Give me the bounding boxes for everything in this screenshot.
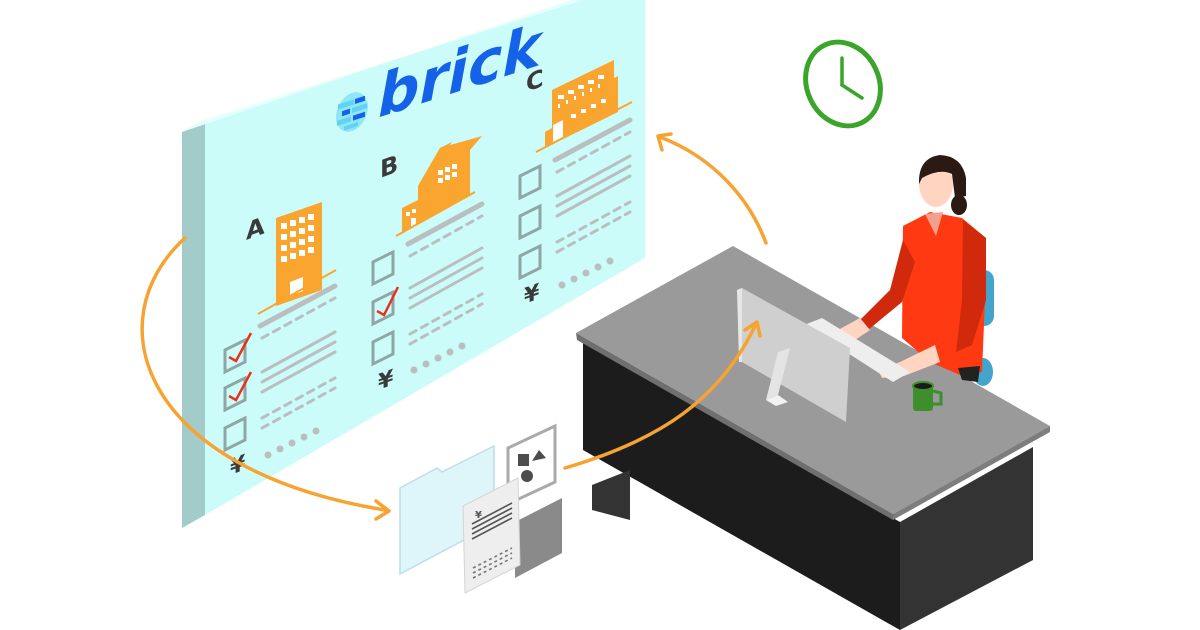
- column-a: A: [223, 202, 338, 481]
- column-c-price-dots: [558, 257, 614, 289]
- arrow-board-to-documents: [140, 236, 387, 512]
- desk-top-edge-front: [576, 333, 893, 520]
- column-b-letter: B: [380, 149, 398, 184]
- desk-top-edge-right: [893, 426, 1050, 520]
- flow-arrows: [140, 132, 768, 521]
- column-c-lines: [552, 117, 633, 254]
- arrowhead-icon: [374, 499, 391, 521]
- column-c-checkbox-2: [518, 203, 542, 241]
- arrowhead-icon: [656, 132, 673, 152]
- invoice-yen-symbol: ¥: [475, 510, 482, 521]
- check-mark-icon: [228, 371, 253, 402]
- column-a-lines: [257, 283, 338, 430]
- invoice-document-icon: ¥: [462, 477, 521, 594]
- column-a-checkbox-2: [223, 371, 253, 413]
- column-b: B: [371, 136, 485, 396]
- clock-icon: [803, 39, 883, 129]
- board-face: [205, 0, 645, 515]
- column-c-letter: C: [526, 63, 544, 97]
- arrow-desk-to-board: [658, 135, 768, 245]
- office-tower-icon: [257, 202, 337, 315]
- arrow-documents-to-monitor: [563, 322, 758, 470]
- column-c-checkbox-3: [518, 243, 542, 281]
- column-b-price-symbol: ¥: [378, 365, 393, 396]
- person: [836, 155, 986, 382]
- column-a-checkbox-1: [223, 332, 253, 375]
- column-b-checkbox-2: [371, 286, 400, 327]
- documents-cluster: ¥: [399, 423, 562, 594]
- column-c-price-symbol: ¥: [524, 279, 539, 310]
- column-a-letter: A: [246, 211, 265, 246]
- board-edge: [182, 120, 205, 528]
- column-a-price-symbol: ¥: [230, 450, 245, 481]
- column-b-checkbox-1: [371, 249, 395, 287]
- monitor-icon: [737, 288, 850, 422]
- brick-logo-icon: [336, 92, 368, 132]
- gray-card-icon: [515, 498, 562, 578]
- house-icon: [395, 136, 482, 237]
- mug-icon: [912, 381, 943, 411]
- desk-body-right: [900, 447, 1033, 630]
- column-c-checkbox-1: [518, 163, 542, 201]
- column-c: C ¥: [518, 60, 633, 310]
- keyboard-icon: [804, 318, 910, 382]
- apartment-icon: [535, 60, 633, 153]
- column-b-price-dots: [410, 342, 466, 374]
- desk-leg-shadow: [592, 470, 630, 520]
- check-mark-icon: [228, 332, 253, 363]
- check-mark-icon: [376, 286, 400, 317]
- column-b-lines: [405, 201, 485, 346]
- folder-icon: [399, 444, 495, 576]
- column-a-checkbox-3: [223, 415, 247, 453]
- shapes-image-icon: [506, 423, 557, 507]
- arrowhead-icon: [743, 320, 762, 338]
- desk-body-left: [583, 342, 900, 630]
- column-b-checkbox-3: [371, 329, 395, 367]
- column-a-price-dots: [264, 427, 320, 459]
